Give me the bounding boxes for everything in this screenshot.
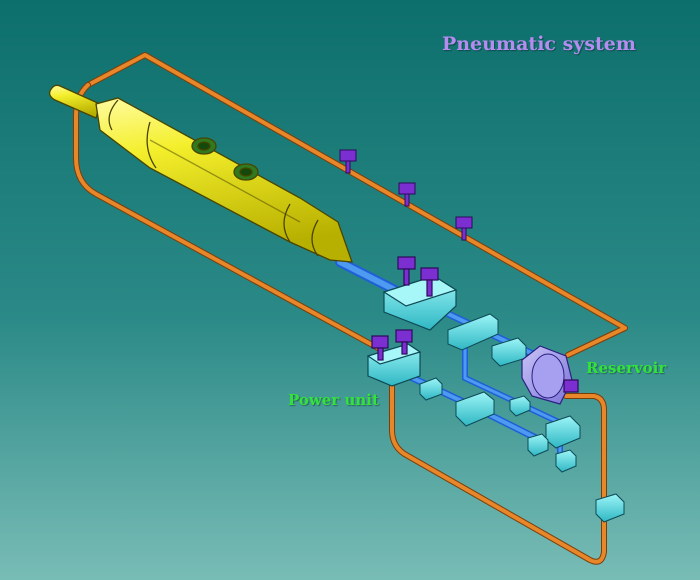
pipe-valve-2 bbox=[398, 182, 416, 207]
pipe-coupling bbox=[595, 493, 625, 523]
reservoir-unit bbox=[521, 345, 579, 405]
power-unit bbox=[366, 329, 422, 387]
air-tank bbox=[48, 84, 353, 263]
line-components bbox=[419, 313, 625, 523]
pipe-valves bbox=[339, 149, 473, 241]
power-unit-label: Power unit bbox=[288, 391, 379, 409]
pipe-valve-1 bbox=[339, 149, 357, 174]
pipe-loop bbox=[73, 52, 628, 565]
manifold-block bbox=[382, 256, 458, 331]
reservoir-label: Reservoir bbox=[586, 359, 667, 377]
diagram-title: Pneumatic system bbox=[442, 33, 636, 55]
pipe-valve-3 bbox=[455, 216, 473, 241]
